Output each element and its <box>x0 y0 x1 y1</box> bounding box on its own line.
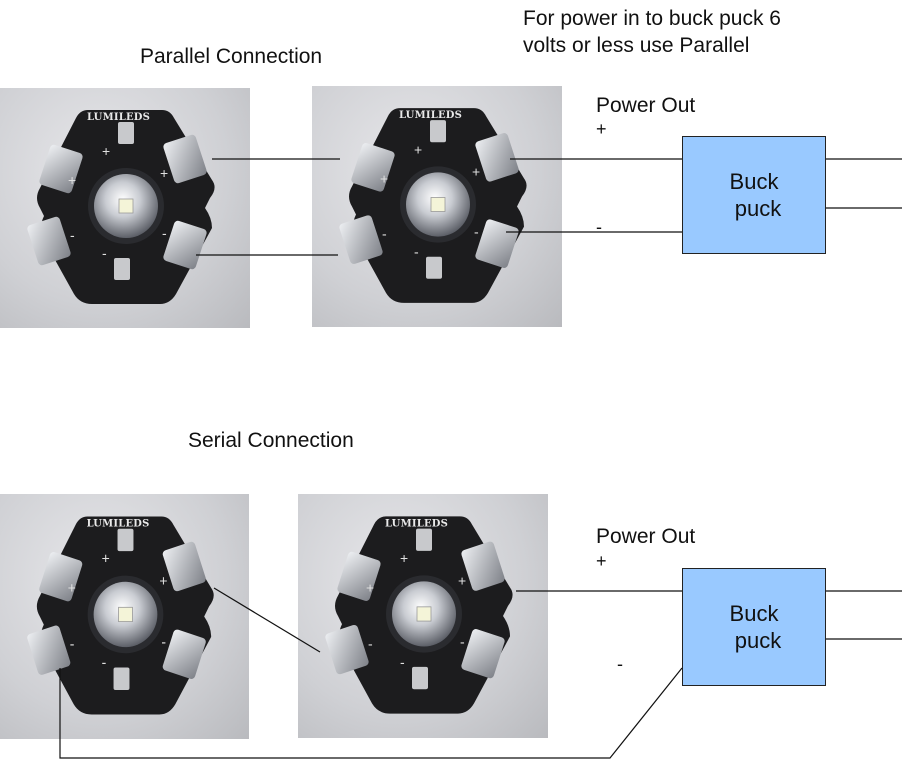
led-minus-mark: - <box>70 227 75 243</box>
led-brand-text: LUMILEDS <box>399 110 462 121</box>
parallel-title: Parallel Connection <box>140 45 323 68</box>
led-minus-mark: - <box>460 633 465 649</box>
led-plus-mark: + <box>68 172 76 188</box>
led-minus-mark: - <box>102 245 107 261</box>
serial-title: Serial Connection <box>188 429 354 452</box>
led-plus-mark: + <box>102 550 110 566</box>
led-minus-mark: - <box>70 636 75 652</box>
parallel-led-1: LUMILEDS + + + - - - <box>0 88 250 328</box>
serial-minus-sign: - <box>617 654 623 674</box>
parallel-power-out-label: Power Out <box>596 94 696 117</box>
serial-buck-puck: Buck puck <box>682 568 826 686</box>
parallel-led-2: LUMILEDS + + + - - - <box>312 86 562 327</box>
parallel-plus-sign: + <box>596 119 607 139</box>
led-plus-mark: + <box>102 143 110 159</box>
buck-label-line-2: puck <box>734 196 782 221</box>
led-minus-mark: - <box>414 244 419 260</box>
led-minus-mark: - <box>400 654 405 670</box>
led-minus-mark: - <box>474 224 479 240</box>
solder-pad <box>325 541 505 679</box>
led-brand-text: LUMILEDS <box>87 112 150 123</box>
parallel-buck-puck: Buck puck <box>682 136 826 254</box>
serial-led-1: LUMILEDS + + + - - - <box>0 494 249 739</box>
buck-label-line-2: puck <box>734 628 782 653</box>
led-minus-mark: - <box>161 634 166 650</box>
led-plus-mark: + <box>472 163 480 179</box>
led-minus-mark: - <box>382 226 387 242</box>
serial-plus-sign: + <box>596 551 607 571</box>
led-plus-mark: + <box>400 550 408 566</box>
led-plus-mark: + <box>380 170 388 186</box>
buck-label-line-1: Buck <box>729 601 779 626</box>
parallel-minus-sign: - <box>596 217 602 237</box>
led-plus-mark: + <box>366 580 374 596</box>
led-minus-mark: - <box>162 225 167 241</box>
led-brand-text: LUMILEDS <box>87 519 150 530</box>
led-plus-mark: + <box>159 573 167 589</box>
note-line-2: volts or less use Parallel <box>523 34 750 57</box>
led-minus-mark: - <box>368 635 373 651</box>
led-minus-mark: - <box>102 654 107 670</box>
serial-led-2: LUMILEDS + + + - - - <box>298 494 548 738</box>
solder-pad <box>27 134 207 270</box>
serial-power-out-label: Power Out <box>596 525 696 548</box>
led-plus-mark: + <box>68 580 76 596</box>
led-plus-mark: + <box>458 572 466 588</box>
led-plus-mark: + <box>160 165 168 181</box>
solder-pad <box>27 541 206 679</box>
solder-pad <box>339 133 519 268</box>
note-line-1: For power in to buck puck 6 <box>523 7 781 30</box>
led-brand-text: LUMILEDS <box>385 518 448 529</box>
led-plus-mark: + <box>414 141 422 157</box>
buck-label-line-1: Buck <box>729 169 779 194</box>
